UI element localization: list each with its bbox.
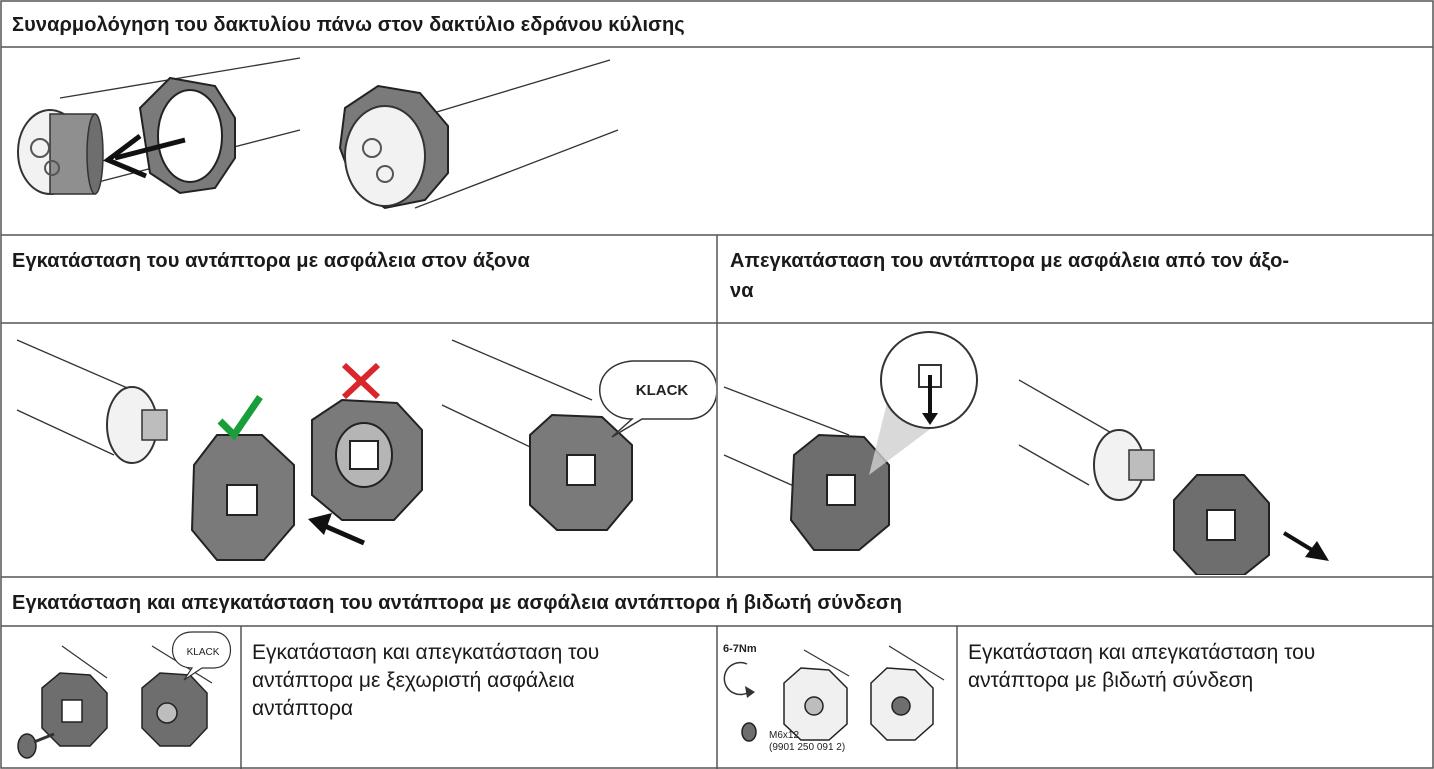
separate-lock-text-line2: αντάπτορα με ξεχωριστή ασφάλεια: [252, 669, 575, 692]
assembled-ring-icon: [338, 84, 449, 210]
screw-icon: [741, 722, 757, 742]
klack-text: KLACK: [187, 647, 220, 658]
adapter-icon: [870, 667, 934, 741]
screw-connection-description: Εγκατάσταση και απεγκατάσταση του αντάπτ…: [958, 627, 1434, 769]
remove-adapter-illustration: [723, 331, 1329, 575]
adapter-icon: [141, 672, 208, 747]
motor-head-icon: [106, 386, 168, 464]
section-remove-title-line1: Απεγκατάσταση του αντάπτορα με ασφάλεια …: [730, 250, 1290, 272]
adapter-removed-icon: [1173, 474, 1270, 575]
screw-connection-text-line2: αντάπτορα με βιδωτή σύνδεση: [968, 669, 1254, 692]
assembled-adapter-icon: [529, 413, 633, 531]
separate-lock-illustration: KLACK: [17, 631, 231, 759]
separate-lock-description: Εγκατάσταση και απεγκατάσταση του αντάπτ…: [242, 627, 717, 769]
adapter-correct-icon: [190, 434, 295, 561]
adapter-icon: [789, 433, 890, 551]
screw-size-label: M6x12: [769, 730, 799, 741]
section-both-title: Εγκατάσταση και απεγκατάσταση του αντάπτ…: [12, 592, 903, 614]
ring-assembly-illustration: [17, 57, 619, 210]
screw-connection-illustration: 6-7Nm M6x12 (9901 250 091 2): [723, 643, 945, 753]
motor-head-icon: [1093, 429, 1155, 501]
tube-icon: [803, 645, 945, 681]
adapter-icon: [783, 667, 848, 741]
section-remove-title-line2: να: [730, 280, 754, 302]
install-adapter-illustration: KLACK: [16, 339, 716, 561]
section-ring-title: Συναρμολόγηση του δακτυλίου πάνω στον δα…: [12, 14, 685, 36]
screw-part-number: (9901 250 091 2): [769, 742, 845, 753]
adapter-icon: [41, 672, 108, 747]
separate-lock-text-line3: αντάπτορα: [252, 697, 354, 720]
rotate-arrow-icon: [723, 661, 755, 698]
screw-connection-text-line1: Εγκατάσταση και απεγκατάσταση του: [968, 641, 1316, 664]
motor-head-icon: [17, 109, 104, 195]
tube-icon: [16, 339, 133, 456]
check-icon: [217, 395, 263, 441]
klack-bubble: KLACK: [171, 631, 231, 681]
klack-text: KLACK: [636, 382, 689, 399]
section-remove-title: Απεγκατάσταση του αντάπτορα με ασφάλεια …: [718, 236, 1434, 323]
adapter-wrong-icon: [311, 398, 423, 521]
magnifier-detail-icon: [869, 331, 978, 475]
screw-icon: [17, 732, 55, 759]
klack-bubble: KLACK: [599, 360, 716, 438]
arrow-left-icon: [103, 134, 186, 179]
torque-label: 6-7Nm: [723, 643, 757, 655]
ring-part-icon: [138, 76, 236, 195]
cross-icon: [341, 362, 381, 400]
arrow-upleft-icon: [308, 513, 365, 546]
arrow-downright-icon: [1282, 531, 1329, 561]
section-install-title: Εγκατάσταση του αντάπτορα με ασφάλεια στ…: [12, 250, 530, 272]
separate-lock-text-line1: Εγκατάσταση και απεγκατάσταση του: [252, 641, 600, 664]
